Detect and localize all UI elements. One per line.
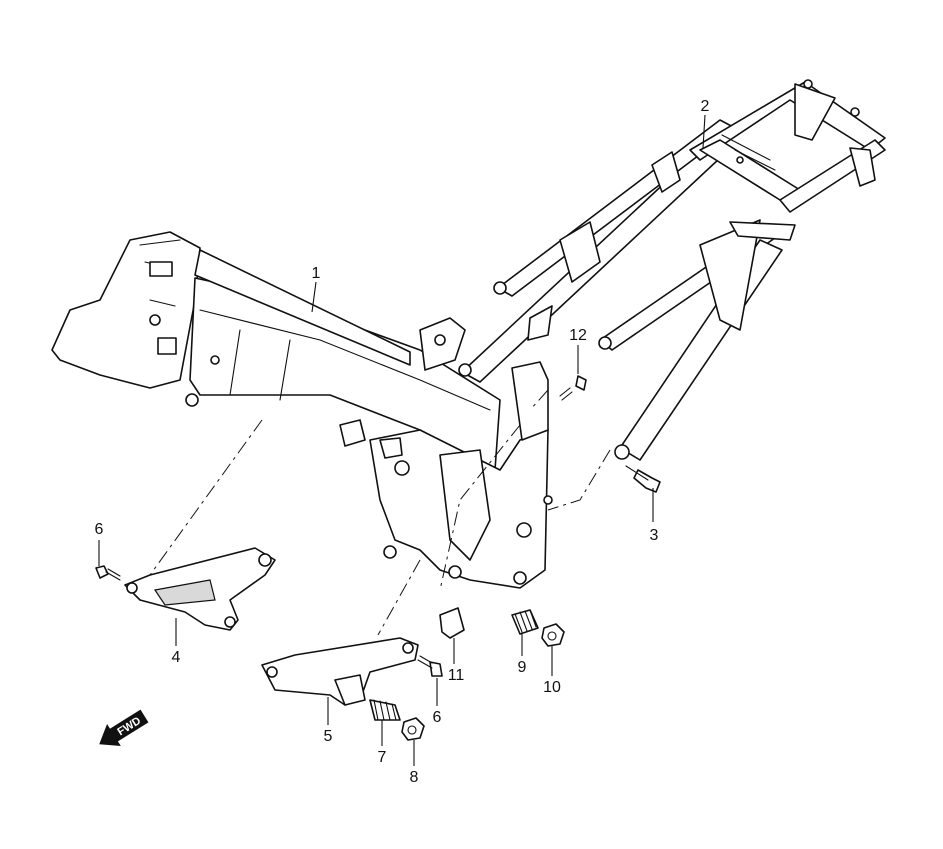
forward-arrow-icon: FWD	[99, 709, 149, 747]
rear-subframe	[458, 79, 886, 461]
assembly-line-5	[377, 559, 421, 636]
bushing-part-11	[439, 607, 465, 639]
callout-2: 2	[701, 98, 710, 115]
callout-6b: 6	[433, 709, 442, 726]
bolt-part-6-left	[95, 565, 121, 581]
assembly-line-3	[547, 449, 611, 511]
assembly-line-12	[529, 389, 549, 411]
bolt-part-6-right	[417, 655, 443, 677]
spring-part-9	[511, 609, 539, 635]
callout-8: 8	[410, 769, 419, 786]
callout-6a: 6	[95, 521, 104, 538]
callout-4: 4	[172, 649, 181, 666]
callout-5: 5	[324, 728, 333, 745]
callout-12: 12	[569, 327, 587, 344]
callout-9: 9	[518, 659, 527, 676]
footrest-bracket-right	[261, 637, 419, 706]
callout-11: 11	[448, 667, 465, 684]
bolt-part-12	[559, 375, 587, 401]
leader-2	[702, 114, 706, 149]
callout-1: 1	[312, 265, 321, 282]
main-frame	[51, 231, 553, 589]
leader-1	[311, 281, 317, 313]
nut-part-8	[401, 717, 425, 741]
callout-10: 10	[543, 679, 561, 696]
callout-3: 3	[650, 527, 659, 544]
callout-7: 7	[378, 749, 387, 766]
nut-part-10	[541, 623, 565, 647]
spring-part-7	[369, 699, 401, 721]
assembly-line-4	[149, 419, 263, 576]
assembly-line-11	[439, 424, 521, 591]
footrest-bracket-left	[124, 547, 276, 631]
bolt-part-3	[625, 465, 661, 493]
